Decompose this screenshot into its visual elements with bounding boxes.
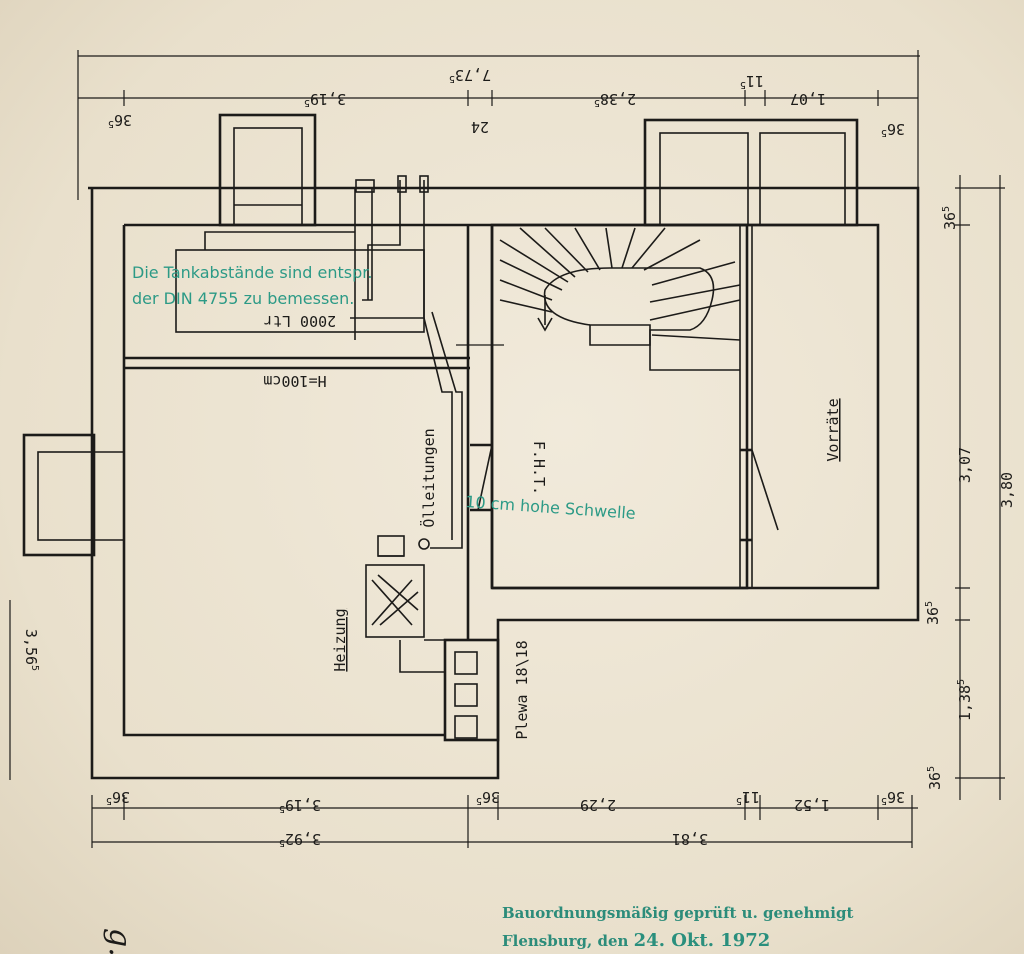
dim-top-c-label: 24 [471,118,489,136]
room-labels: 2000 Ltr H=100cm Ölleitungen F.H.T. Heiz… [263,312,842,740]
fill-pipe-b [350,180,425,319]
vent-pipe [204,231,355,250]
stair-handrail [543,267,740,371]
boiler-cross [371,574,419,626]
window-wells [22,113,859,557]
dim-top-d-label: 2,385 [594,90,636,108]
flue-a [454,651,478,675]
dim-right-b-label: 3,07 [956,447,974,483]
door-leaf [477,444,493,511]
chimney [443,638,500,742]
stair-room [490,223,749,590]
oil-line-b [430,311,463,549]
dim-bottom [91,795,918,848]
dim-left-edge-label: 3,565 [22,629,40,671]
window-well-right-b [759,132,846,226]
top-dimension-text: 7,735 365 3,195 24 2,385 115 1,07 365 [108,66,905,138]
dim-top-f-label: 1,07 [790,90,826,108]
heating-label: Heizung [331,608,349,671]
bottom-dimension-text: 365 3,195 365 2,29 115 1,52 365 3,925 3,… [106,788,905,848]
tank-note-line2: der DIN 4755 zu bemessen. [132,289,354,308]
dim-bottom-b-label: 3,195 [279,796,321,814]
dim-right-e-label: 365 [926,766,944,790]
inner-wall-outline-left [122,225,445,737]
approval-line2: Flensburg, den 24. Okt. 1972 [502,930,770,951]
chimney-label: Plewa 18\18 [513,640,531,739]
boiler [365,564,425,638]
dim-bottom-a-label: 365 [106,788,130,806]
dim-top-total-label: 7,735 [449,66,491,84]
approval-stamp: Bauordnungsmäßig geprüft u. genehmigt Fl… [502,904,853,951]
vent-cap-b [419,175,429,193]
dim-top-e-label: 115 [740,72,764,90]
oil-line-end [418,538,430,550]
stair-treads [499,227,741,341]
storage-door-leaf [751,449,779,531]
dim-top-g-label: 365 [881,120,905,138]
fire-door [470,443,493,512]
dim-bottom-g-label: 365 [881,788,905,806]
oil-lines-label: Ölleitungen [419,428,438,527]
tank-volume-label: 2000 Ltr [264,312,336,330]
chimney-block [443,638,500,742]
window-well-right-a [659,132,749,226]
dim-bottom-total-left-label: 3,925 [279,830,321,848]
tank-room [124,175,504,640]
oil-lines [418,311,463,550]
burner [377,535,405,557]
stair-landing [589,324,651,346]
dim-right [955,175,1005,800]
window-well-west [22,433,96,557]
tank-height-label: H=100cm [263,372,326,390]
window-well-left-inner [233,127,303,226]
dimension-lines [9,50,1005,848]
window-well-right [643,118,859,227]
margin-fragment: g. [102,928,137,954]
dim-top-total [77,50,920,200]
right-dimension-text: 365 3,07 3,80 365 1,385 365 [924,206,1016,790]
flue-c [454,715,478,739]
window-well-west-inner [37,451,95,541]
fire-door-label: F.H.T. [530,441,548,495]
stair-arrow [537,295,553,332]
flue-b [454,683,478,707]
storage-label: Vorräte [824,398,842,461]
dim-top-b-label: 3,195 [304,90,346,108]
dim-bottom-e-label: 115 [736,788,760,806]
dim-top-a-label: 365 [108,111,132,129]
dim-right-c-label: 365 [924,601,942,625]
heating-pipes [399,639,468,673]
tank-note-line1: Die Tankabstände sind entspr. [132,263,372,282]
dim-right-total-label: 3,80 [998,472,1016,508]
vent-cap-a [397,175,407,193]
dim-bottom-d-label: 2,29 [580,796,616,814]
dim-right-a-label: 365 [941,206,959,230]
dim-bottom-total-right-label: 3,81 [672,830,708,848]
heating-unit [365,535,468,673]
dim-bottom-f-label: 1,52 [794,796,830,814]
fill-pipe-a [354,188,373,340]
fill-cap [355,179,375,193]
dim-top-parts [78,90,918,106]
staircase [490,223,779,590]
threshold-note: 10 cm hohe Schwelle [465,492,637,523]
approval-line1: Bauordnungsmäßig geprüft u. genehmigt [502,904,853,922]
dim-bottom-c-label: 365 [476,788,500,806]
stamped-notes: Die Tankabstände sind entspr. der DIN 47… [132,263,636,523]
oil-line-a [423,317,453,540]
dim-right-d-label: 1,385 [956,679,974,721]
